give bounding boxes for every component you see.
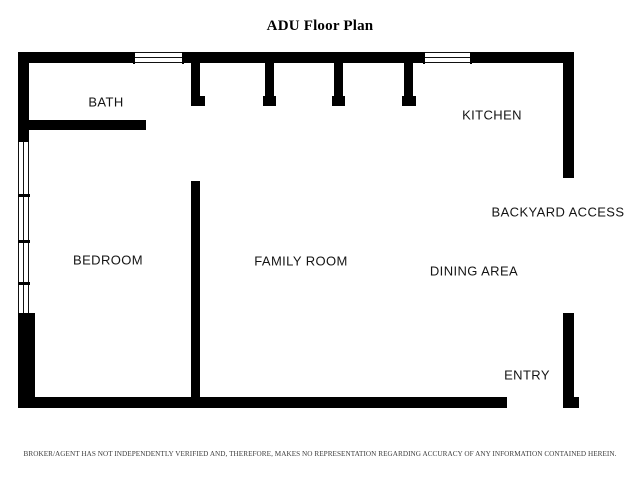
- window-top-kitchen-jamb-left: [423, 51, 425, 64]
- exterior-wall-right-lower: [563, 313, 574, 408]
- room-label-kitchen: KITCHEN: [462, 107, 522, 123]
- exterior-wall-bottom: [18, 397, 507, 408]
- interior-stub-kitchen-3: [404, 60, 413, 106]
- room-label-backyard-access: BACKYARD ACCESS: [491, 204, 625, 220]
- interior-stub-kitchen-1-foot: [263, 96, 276, 106]
- window-top-kitchen-jamb-right: [470, 51, 472, 64]
- room-label-family-room: FAMILY ROOM: [254, 253, 348, 269]
- exterior-wall-top-middle: [184, 52, 423, 63]
- interior-stub-kitchen-1: [265, 60, 274, 106]
- floor-plan-drawing: BATH KITCHEN BACKYARD ACCESS BEDROOM FAMILY …: [17, 51, 625, 408]
- room-label-bath: BATH: [88, 94, 124, 110]
- window-top-bath-jamb-right: [182, 51, 184, 64]
- interior-wall-center-nub: [191, 96, 205, 106]
- window-left-bedroom-mullion-1: [17, 194, 30, 197]
- room-label-entry: ENTRY: [504, 367, 550, 383]
- window-top-bath-jamb-left: [133, 51, 135, 64]
- interior-wall-bath-bottom: [29, 120, 146, 130]
- window-top-kitchen: [423, 51, 472, 64]
- exterior-wall-right-foot: [563, 397, 579, 408]
- room-label-dining-area: DINING AREA: [429, 263, 519, 279]
- interior-stub-kitchen-3-foot: [402, 96, 416, 106]
- page-title: ADU Floor Plan: [266, 18, 374, 34]
- exterior-wall-left-upper: [18, 52, 29, 142]
- interior-wall-center-main: [191, 181, 200, 403]
- window-left-bedroom-mullion-2: [17, 240, 30, 243]
- exterior-wall-left-lower: [18, 313, 35, 408]
- exterior-wall-right-upper: [563, 52, 574, 178]
- exterior-wall-top-left: [18, 52, 133, 63]
- interior-stub-kitchen-2: [334, 60, 343, 106]
- window-top-bath: [133, 51, 184, 64]
- window-left-bedroom: [17, 142, 30, 313]
- window-left-bedroom-mullion-3: [17, 282, 30, 285]
- room-label-bedroom: BEDROOM: [73, 252, 143, 268]
- disclaimer-text: BROKER/AGENT HAS NOT INDEPENDENTLY VERIF…: [23, 450, 617, 458]
- interior-stub-kitchen-2-foot: [332, 96, 345, 106]
- interior-wall-center-upper: [191, 52, 200, 102]
- exterior-wall-top-right: [472, 52, 574, 63]
